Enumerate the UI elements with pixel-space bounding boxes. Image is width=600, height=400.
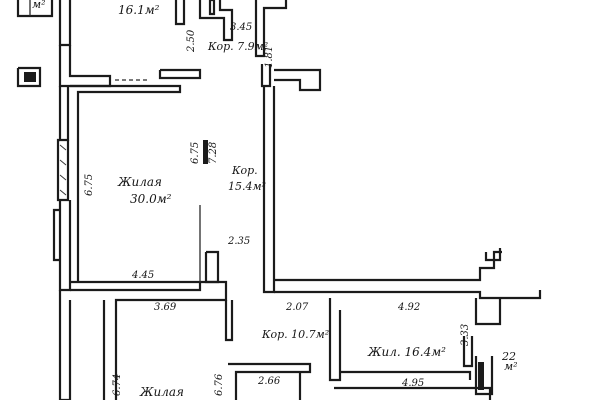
lower-rooms-walls	[224, 300, 312, 400]
dim-4-95: 4.95	[401, 378, 424, 389]
dimension-labels: 3.45 2.50 1.81 6.75 6.75 7.28 2.35 4.45 …	[84, 22, 471, 396]
dim-2-66: 2.66	[257, 376, 281, 387]
living-room-main-walls	[70, 84, 228, 400]
corridor-mid-area: 15.4м²	[228, 180, 266, 193]
dim-1-81: 1.81	[264, 46, 275, 68]
room-labels: м² 16.1м² Кор. 7.9м² Жилая 30.0м² Кор. 1…	[32, 0, 518, 399]
dim-3-33: 3.33	[460, 324, 471, 346]
corridor-top-label: Кор. 7.9м²	[207, 40, 268, 53]
top-left-wall-fragment	[16, 0, 54, 88]
corridor-walls	[262, 68, 542, 300]
right-room-walls	[328, 298, 502, 400]
dim-6-74: 6.74	[112, 374, 123, 396]
upper-room-walls	[58, 0, 288, 88]
dim-2-35: 2.35	[227, 236, 250, 247]
upper-room-area: 16.1м²	[118, 3, 160, 17]
dim-4-92: 4.92	[397, 302, 420, 313]
living-main-name: Жилая	[117, 175, 162, 189]
left-outer-wall	[52, 86, 72, 400]
living-main-area: 30.0м²	[130, 192, 172, 206]
small-room-unit: м²	[504, 360, 518, 373]
dim-6-75-left: 6.75	[84, 174, 95, 196]
dim-2-07: 2.07	[285, 302, 309, 313]
dim-2-50: 2.50	[186, 29, 197, 53]
dim-7-28: 7.28	[208, 142, 219, 164]
living-bottom-name: Жилая	[139, 385, 184, 399]
dim-3-45: 3.45	[230, 22, 252, 33]
corner-unit-label: м²	[32, 0, 46, 11]
small-room-number: 22	[501, 350, 516, 363]
living-right-label: Жил. 16.4м²	[367, 345, 446, 359]
corridor-mid-name: Кор.	[231, 164, 258, 177]
corridor-lower-label: Кор. 10.7м²	[261, 328, 329, 341]
dim-4-45: 4.45	[131, 270, 154, 281]
dim-6-76: 6.76	[214, 373, 225, 396]
dim-6-75-mid: 6.75	[190, 142, 201, 164]
dim-3-69: 3.69	[154, 302, 177, 313]
